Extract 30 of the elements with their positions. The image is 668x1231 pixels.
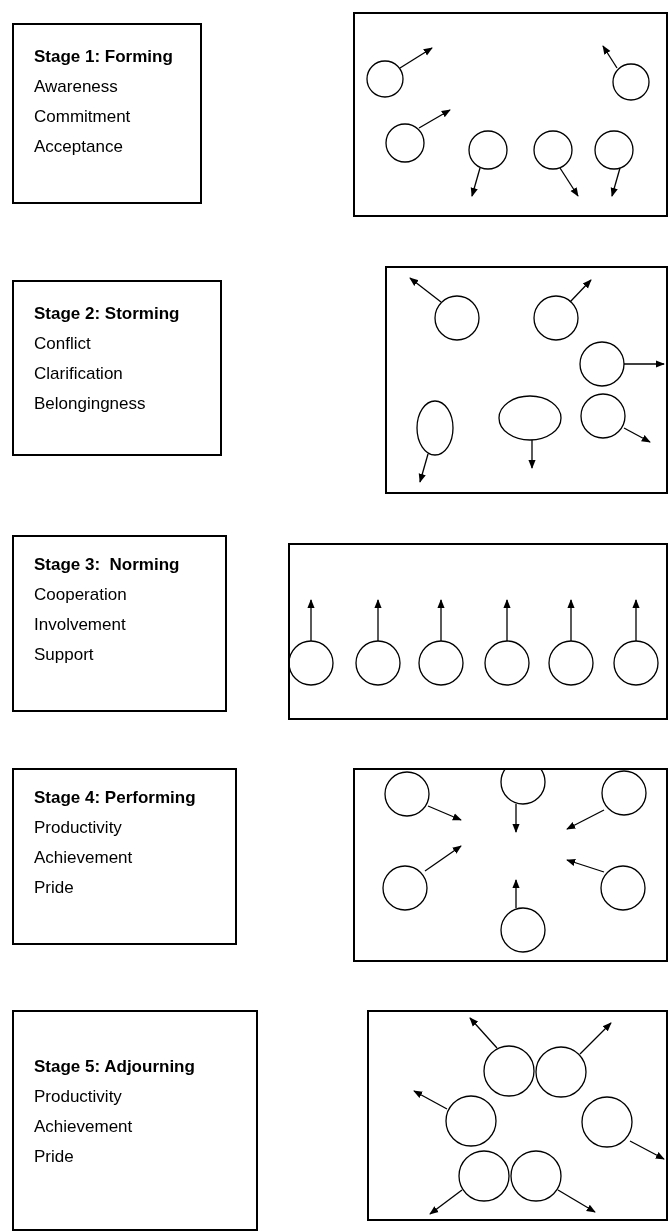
stage-box xyxy=(12,535,227,712)
stage-trait: Productivity xyxy=(34,1087,122,1107)
stage-heading: Stage 1: Forming xyxy=(34,47,173,67)
stage-trait: Achievement xyxy=(34,848,133,868)
stage-box xyxy=(12,23,202,204)
group-panel xyxy=(288,543,668,720)
stage-trait: Belongingness xyxy=(34,394,146,414)
stage-heading: Stage 2: Storming xyxy=(34,304,180,324)
stage-trait: Acceptance xyxy=(34,137,123,157)
stage-heading: Stage 3: Norming xyxy=(34,555,180,575)
stage-trait: Awareness xyxy=(34,77,118,97)
stage-trait: Support xyxy=(34,645,94,665)
stage-trait: Commitment xyxy=(34,107,131,127)
group-panel xyxy=(367,1010,668,1221)
stage-trait: Productivity xyxy=(34,818,122,838)
group-panel xyxy=(385,266,668,494)
stage-heading: Stage 5: Adjourning xyxy=(34,1057,195,1077)
stage-heading: Stage 4: Performing xyxy=(34,788,196,808)
stage-trait: Pride xyxy=(34,1147,74,1167)
stage-box xyxy=(12,280,222,456)
stage-trait: Cooperation xyxy=(34,585,127,605)
stage-trait: Clarification xyxy=(34,364,123,384)
stage-trait: Achievement xyxy=(34,1117,133,1137)
stage-box xyxy=(12,1010,258,1231)
stage-trait: Conflict xyxy=(34,334,91,354)
stage-box xyxy=(12,768,237,945)
group-panel xyxy=(353,12,668,217)
group-panel xyxy=(353,768,668,962)
stage-trait: Involvement xyxy=(34,615,126,635)
stage-trait: Pride xyxy=(34,878,74,898)
